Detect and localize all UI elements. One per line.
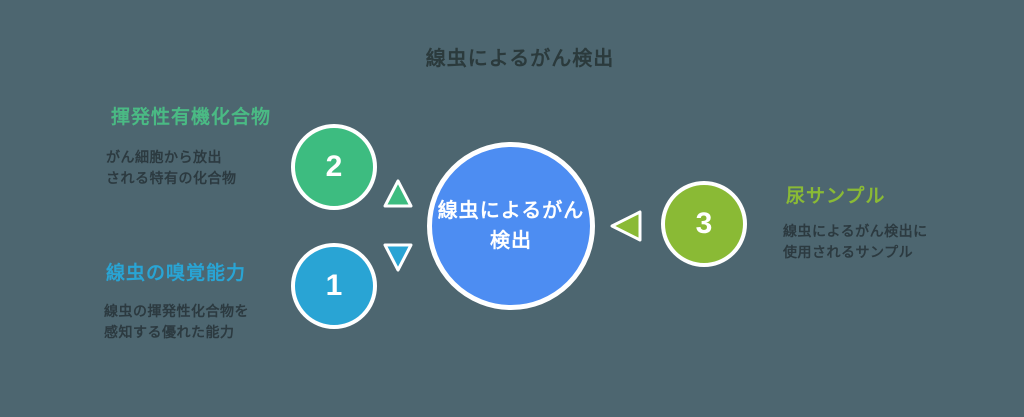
description-line: 線虫によるがん検出に [783, 223, 928, 239]
step-circle-1: 1 [291, 243, 377, 329]
central-node-label: 線虫によるがん 検出 [438, 196, 584, 256]
description-nematode-olfactory-ability: 線虫の揮発性化合物を 感知する優れた能力 [104, 301, 249, 343]
step-number: 2 [325, 150, 343, 183]
triangle-left-icon [610, 210, 642, 242]
description-urine-sample: 線虫によるがん検出に 使用されるサンプル [783, 221, 928, 263]
triangle-up-icon [383, 179, 413, 208]
description-line: がん細胞から放出 [106, 149, 222, 165]
heading-nematode-olfactory-ability: 線虫の嗅覚能力 [106, 263, 247, 284]
step-circle-3: 3 [661, 181, 747, 267]
heading-urine-sample: 尿サンプル [786, 186, 886, 207]
heading-volatile-organic-compounds: 揮発性有機化合物 [111, 107, 272, 128]
description-line: 感知する優れた能力 [104, 324, 235, 340]
step-circle-2: 2 [291, 124, 377, 210]
description-line: 線虫の揮発性化合物を [104, 303, 249, 319]
description-line: 使用されるサンプル [783, 244, 914, 260]
triangle-down-icon [383, 243, 413, 272]
diagram-title: 線虫によるがん検出 [425, 48, 615, 70]
description-volatile-organic-compounds: がん細胞から放出 される特有の化合物 [106, 147, 237, 189]
step-number: 3 [695, 207, 713, 240]
central-node-cancer-detection: 線虫によるがん 検出 [427, 142, 595, 310]
central-label-line: 線虫によるがん [437, 200, 585, 222]
step-number: 1 [325, 269, 343, 302]
central-label-line: 検出 [490, 230, 532, 252]
description-line: される特有の化合物 [106, 170, 237, 186]
